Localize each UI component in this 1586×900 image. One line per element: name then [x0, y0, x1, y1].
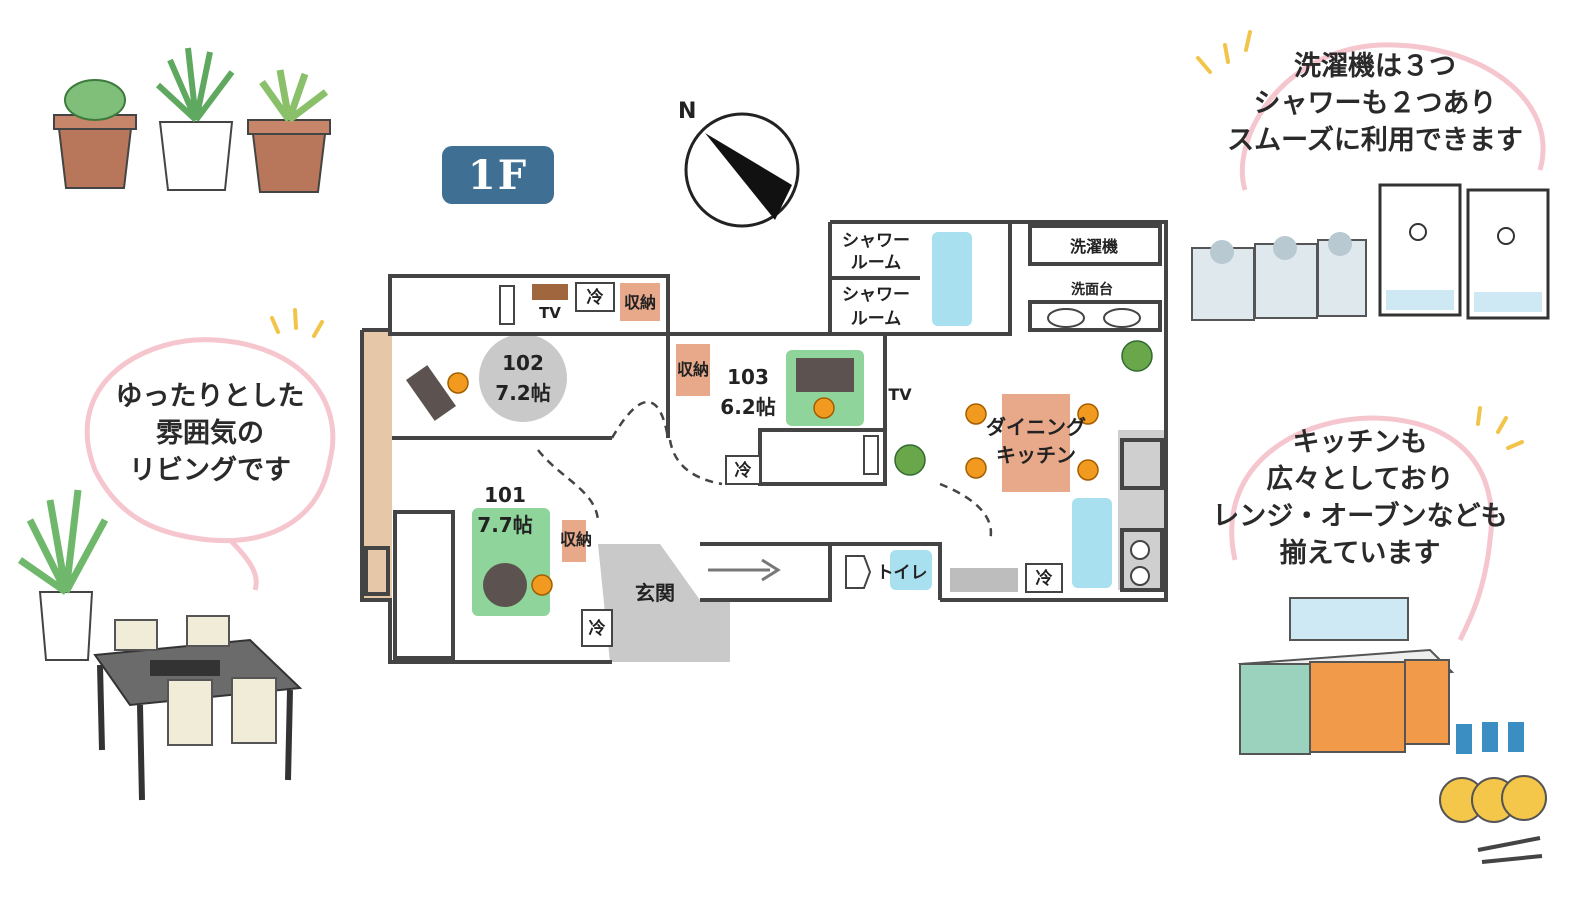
dining-label: ダイニング [986, 415, 1086, 439]
kitchen-label: キッチン [996, 443, 1076, 467]
laundry-callout-line-1: 洗濯機は３つ [1294, 51, 1456, 82]
fridge-label-101: 冷 [589, 618, 606, 639]
compass-icon [684, 112, 800, 228]
room-102-number: 102 [502, 351, 544, 375]
fridge-label-102: 冷 [587, 287, 604, 308]
entrance-label: 玄関 [635, 581, 675, 605]
kitchen-callout: キッチンも 広々としており レンジ・オーブンなども 揃えています [1195, 424, 1525, 572]
kitchen-callout-line-2: 広々としており [1266, 464, 1454, 495]
living-callout-line-3: リビングです [129, 455, 291, 486]
kitchen-counter-icon [1237, 597, 1547, 864]
kitchen-callout-line-3: レンジ・オーブンなども [1212, 501, 1508, 532]
room-101-size: 7.7帖 [477, 513, 532, 537]
washer-label: 洗濯機 [1070, 237, 1118, 256]
room-103-size: 6.2帖 [720, 395, 775, 419]
pink-bubble-kitchen [1229, 415, 1494, 642]
shower-room-2-label-a: シャワー [842, 285, 910, 305]
potted-plants-icon [53, 47, 331, 193]
shower-booths-icon [1378, 183, 1550, 320]
shower-room-1-label-b: ルーム [851, 253, 902, 273]
room-103-number: 103 [727, 365, 769, 389]
storage-label-102: 収納 [624, 293, 656, 312]
fridge-label-103: 冷 [735, 460, 752, 481]
kitchen-callout-line-4: 揃えています [1279, 538, 1441, 569]
washing-machines-icon [1191, 232, 1367, 321]
pink-bubble-living [84, 337, 336, 591]
floor-badge: 1F [442, 146, 554, 204]
tv-label-102: TV [539, 304, 561, 322]
dining-set-icon [18, 489, 303, 801]
room-102-size: 7.2帖 [495, 381, 550, 405]
fridge-label-kitchen: 冷 [1036, 568, 1053, 589]
room-101-number: 101 [484, 483, 526, 507]
sparkle-icon [270, 30, 1524, 450]
floor-plan [360, 220, 1168, 664]
compass-north-label: N [678, 99, 696, 124]
pink-bubble-laundry [1239, 42, 1546, 191]
plan-labels: N 102 7.2帖 103 6.2帖 101 7.7帖 TV 冷 収納 収納 … [477, 99, 1118, 639]
toilet-label: トイレ [877, 563, 928, 583]
tv-label-103: TV [888, 385, 912, 404]
kitchen-callout-line-1: キッチンも [1292, 427, 1428, 458]
living-callout-line-2: 雰囲気の [156, 418, 264, 449]
laundry-callout-line-3: スムーズに利用できます [1227, 125, 1523, 156]
washbasin-label: 洗面台 [1071, 281, 1113, 298]
living-callout: ゆったりとした 雰囲気の リビングです [95, 378, 325, 489]
storage-label-103: 収納 [677, 360, 709, 379]
laundry-callout: 洗濯機は３つ シャワーも２つあり スムーズに利用できます [1190, 48, 1560, 159]
laundry-callout-line-2: シャワーも２つあり [1253, 88, 1497, 119]
shower-room-2-label-b: ルーム [851, 309, 902, 329]
living-callout-line-1: ゆったりとした [115, 381, 305, 412]
storage-label-101: 収納 [560, 530, 592, 549]
shower-room-1-label-a: シャワー [842, 231, 910, 251]
